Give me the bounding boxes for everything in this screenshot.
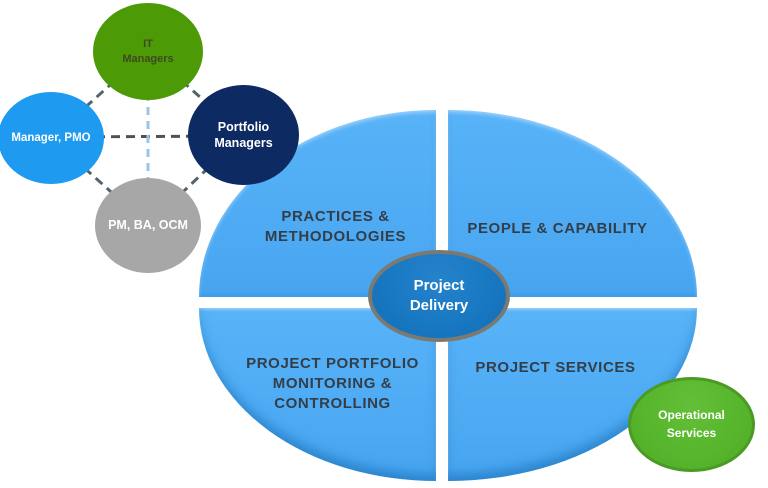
stakeholder-portfolio-managers: Portfolio Managers (188, 85, 299, 185)
center-hub-project-delivery: Project Delivery (368, 250, 510, 342)
stakeholder-manager-pmo-label: Manager, PMO (11, 131, 91, 144)
quadrant-label-people-capability: PEOPLE & CAPABILITY (467, 220, 648, 237)
center-hub-label: Project Delivery (409, 276, 469, 314)
stakeholder-pm-ba-ocm-label: PM, BA, OCM (108, 218, 188, 233)
satellite-operational-services-label: Operational Services (658, 408, 725, 440)
stakeholder-manager-pmo: Manager, PMO (0, 92, 104, 184)
satellite-operational-services: Operational Services (628, 377, 755, 472)
quadrant-label-portfolio-monitoring-controlling: PROJECT PORTFOLIO MONITORING & CONTROLLI… (246, 355, 419, 412)
stakeholder-pm-ba-ocm: PM, BA, OCM (95, 178, 201, 273)
stakeholder-it-managers: IT Managers (93, 3, 203, 100)
stakeholder-portfolio-managers-label: Portfolio Managers (214, 119, 273, 150)
stakeholder-it-managers-label: IT Managers (122, 38, 174, 65)
quadrant-label-practices-methodologies: PRACTICES & METHODOLOGIES (264, 208, 407, 245)
quadrant-label-project-services: PROJECT SERVICES (475, 359, 636, 376)
